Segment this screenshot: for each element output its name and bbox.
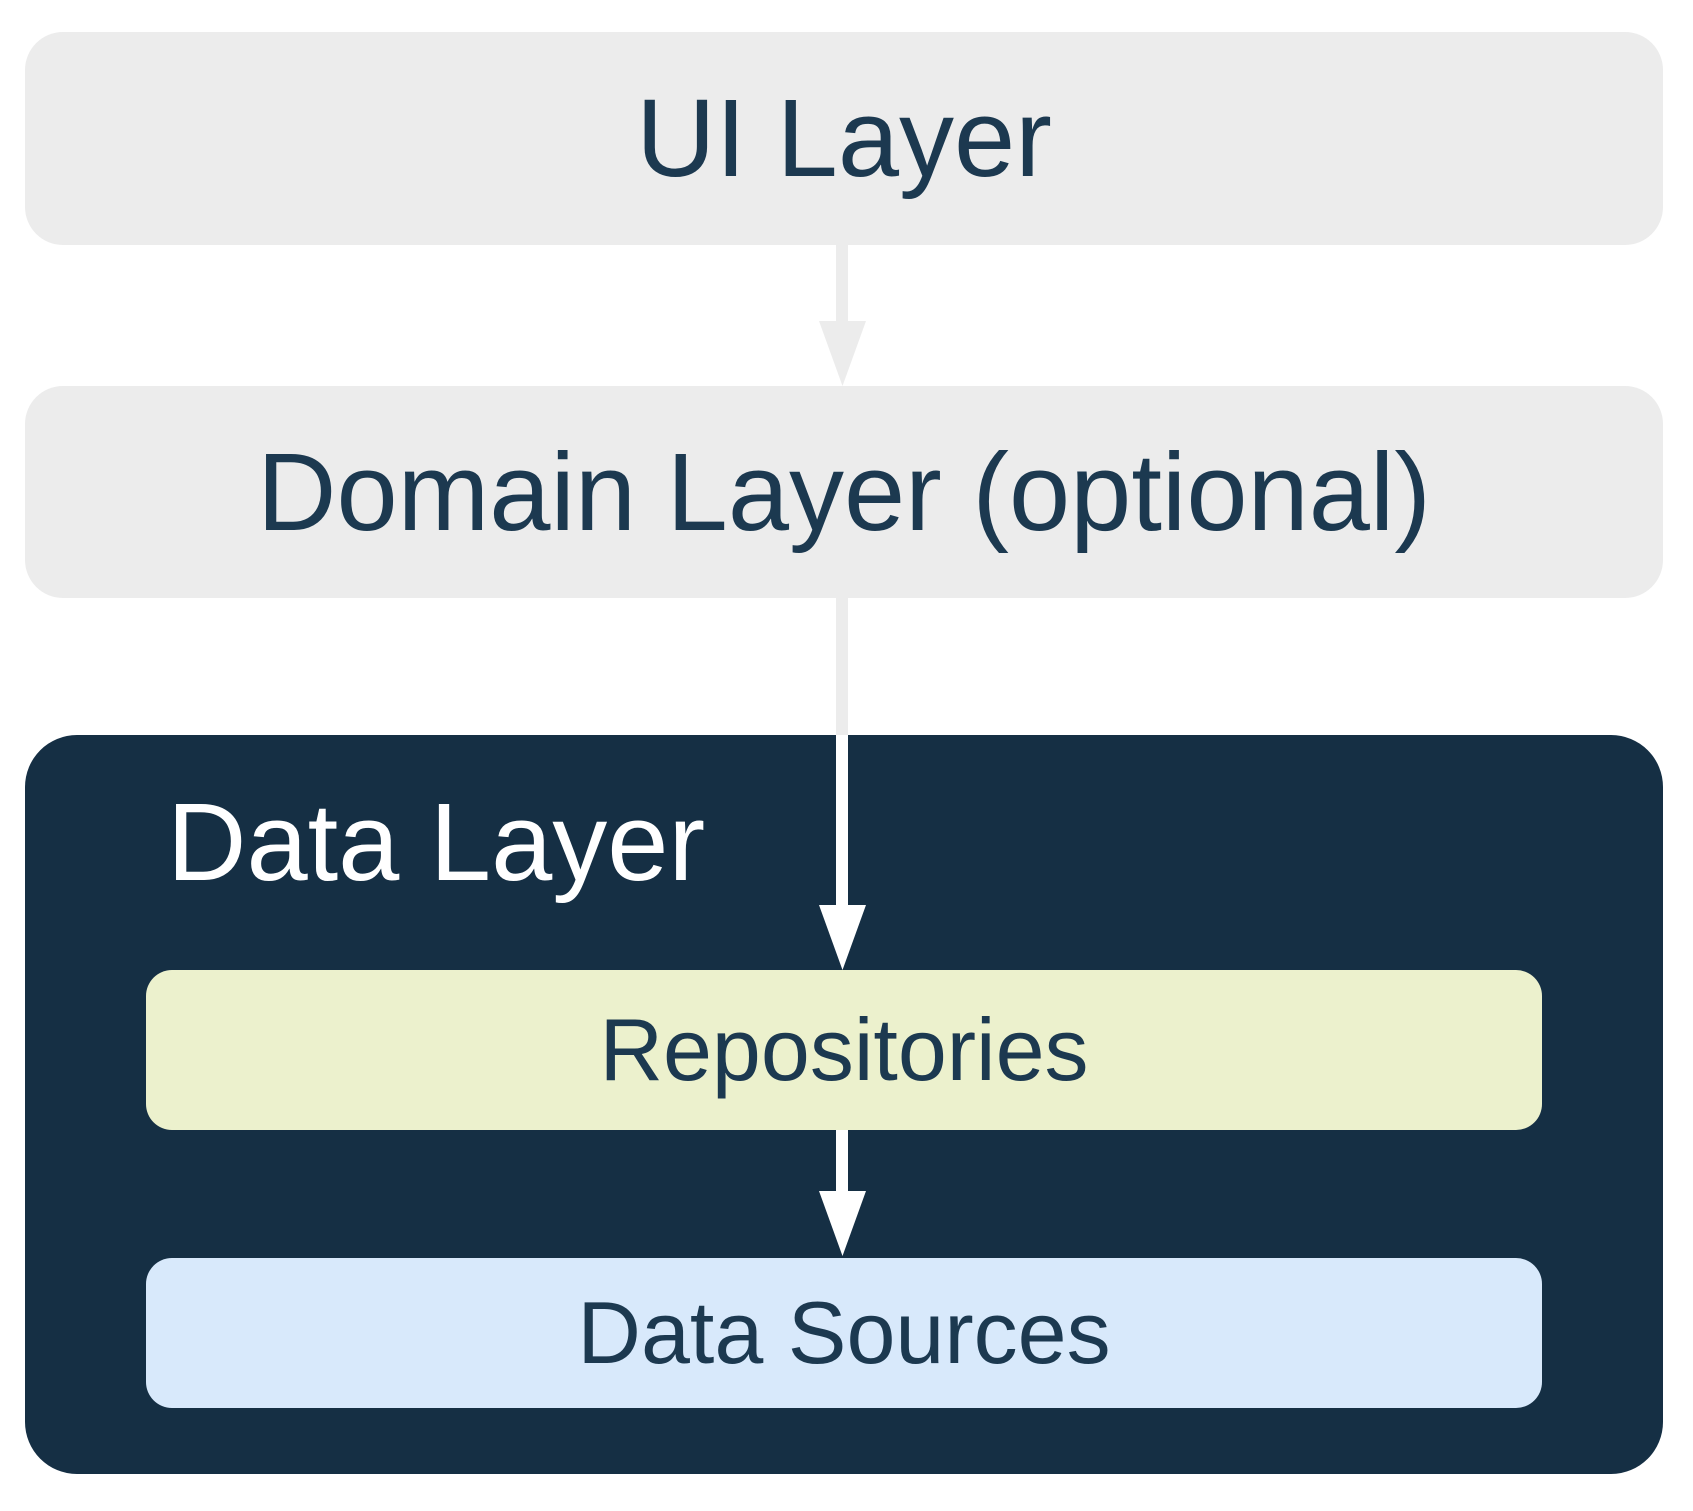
- arrow-domain-to-repositories-line-lower: [836, 735, 848, 907]
- data-sources-node: Data Sources: [146, 1258, 1542, 1408]
- domain-layer-node: Domain Layer (optional): [25, 386, 1663, 598]
- arrow-down-icon: [819, 321, 866, 386]
- arrow-repositories-to-datasources-line: [836, 1130, 848, 1193]
- data-sources-label: Data Sources: [577, 1283, 1111, 1382]
- arrow-domain-to-repositories-line-upper: [836, 598, 848, 737]
- ui-layer-label: UI Layer: [636, 77, 1052, 200]
- domain-layer-label: Domain Layer (optional): [257, 430, 1431, 554]
- ui-layer-node: UI Layer: [25, 32, 1663, 245]
- repositories-label: Repositories: [599, 1000, 1089, 1099]
- arrow-ui-to-domain-line: [836, 245, 848, 323]
- repositories-node: Repositories: [146, 970, 1542, 1130]
- data-layer-label: Data Layer: [167, 781, 706, 904]
